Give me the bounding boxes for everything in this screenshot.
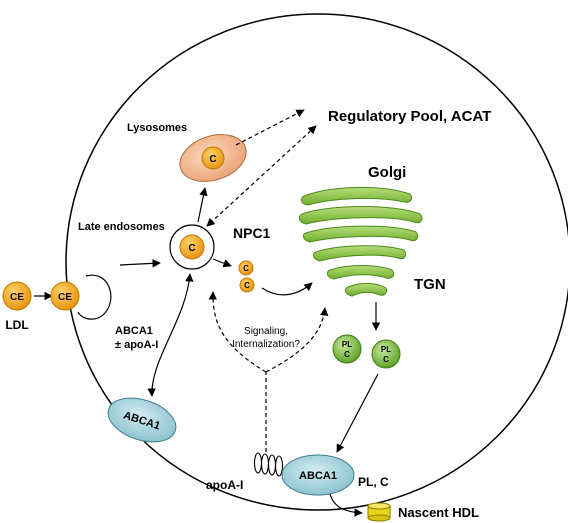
pl-c-label: PL, C: [358, 475, 389, 489]
plc-vesicle-1: [332, 334, 362, 364]
nascent-hdl-disc: [367, 502, 391, 522]
cell-membrane: [65, 13, 568, 511]
internalized-ce-glyph: CE: [58, 292, 72, 303]
vesicle1-pl-glyph: PL: [342, 340, 352, 349]
signaling-right-arrow: [265, 307, 329, 373]
free-c-glyph-1: C: [243, 264, 249, 273]
pit-to-endosome-arrow: [119, 259, 161, 268]
endosome-release-arrow: [212, 258, 232, 268]
abca1-endosome-arrow: [147, 273, 194, 397]
signaling-label-1: Signaling,: [244, 326, 288, 337]
free-cholesterol-1: [238, 260, 254, 276]
late-endosomes-label: Late endosomes: [78, 221, 165, 233]
signaling-label-2: Internalization?: [232, 339, 300, 350]
vesicle2-c-glyph: C: [383, 355, 389, 364]
endosome-c-glyph: C: [188, 243, 195, 254]
internalized-ldl: [50, 281, 80, 311]
lysosome-c-glyph: C: [209, 154, 216, 165]
free-cholesterol-2: [239, 277, 255, 293]
abca1-membrane-label: ABCA1: [299, 470, 337, 482]
abca1-internal: [107, 397, 177, 443]
abca1-apoai-label-1: ABCA1: [115, 325, 153, 337]
lysosome-to-pool-arrow: [235, 109, 305, 146]
golgi-apparatus: [298, 186, 423, 297]
endocytic-pit: [77, 274, 112, 320]
abca1-to-hdl-arrow: [329, 493, 363, 517]
vesicle2-pl-glyph: PL: [381, 345, 391, 354]
vesicle1-c-glyph: C: [344, 350, 350, 359]
lysosomes-label: Lysosomes: [127, 122, 187, 134]
apoai-label: apoA-I: [206, 478, 243, 492]
regulatory-pool-label: Regulatory Pool, ACAT: [328, 108, 491, 125]
endosome-cholesterol: [179, 234, 205, 260]
npc1-label: NPC1: [233, 225, 271, 241]
pool-endosome-arrow: [206, 125, 317, 227]
plc-vesicle-2: [371, 339, 401, 369]
abca1-membrane: [281, 454, 355, 496]
golgi-label: Golgi: [368, 164, 406, 181]
ldl-particle: [2, 281, 32, 311]
free-c-glyph-2: C: [244, 281, 250, 290]
tgn-label: TGN: [414, 276, 446, 293]
nascent-hdl-label: Nascent HDL: [398, 505, 479, 520]
vesicle-to-abca1-arrow: [336, 373, 379, 453]
endosome-to-lysosome-arrow: [197, 187, 208, 223]
cholesterol-to-golgi-arrow: [261, 282, 313, 296]
apoai-coil: [253, 452, 284, 477]
ldl-label: LDL: [5, 318, 28, 332]
ldl-ce-glyph: CE: [10, 292, 24, 303]
abca1-apoai-label-2: ± apoA-I: [115, 339, 158, 351]
